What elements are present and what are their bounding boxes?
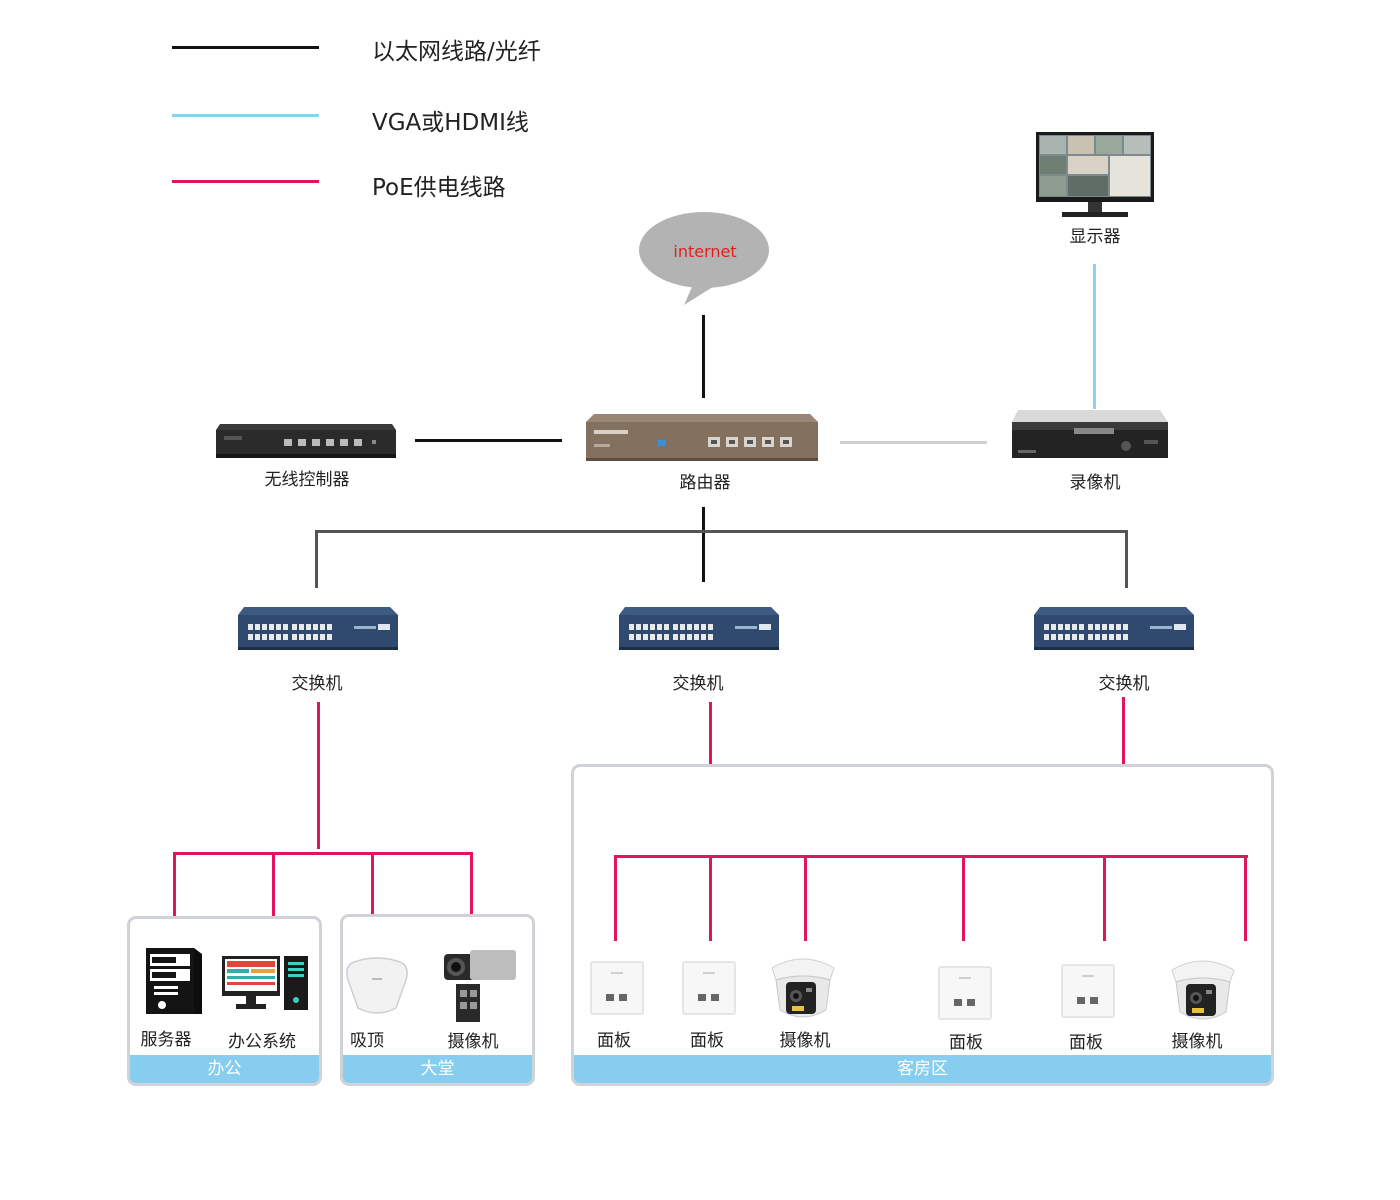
legend-poe-line: [172, 180, 319, 183]
switch-mid-icon: [619, 607, 779, 650]
legend-vga-line: [172, 114, 319, 117]
server-label: 服务器: [140, 1030, 192, 1050]
panel-4-icon: [1061, 964, 1115, 1018]
panel-3-icon: [938, 966, 992, 1020]
poe-drop-panel-3: [962, 855, 965, 941]
poe-drop-camera-2: [1244, 855, 1247, 941]
legend-ethernet-label: 以太网线路/光纤: [372, 39, 541, 65]
monitor-label: 显示器: [1069, 227, 1121, 247]
panel-2-label: 面板: [690, 1031, 724, 1051]
office-system-icon: [222, 956, 308, 1010]
poe-drop-lobby-camera: [470, 852, 473, 917]
ceiling-ap-label: 吸顶: [350, 1031, 384, 1051]
vga-link: [1093, 264, 1096, 409]
server-icon: [146, 948, 202, 1014]
internet-cloud-icon: [639, 212, 769, 305]
camera-2-label: 摄像机: [1171, 1032, 1223, 1052]
poe-drop-panel-4: [1103, 855, 1106, 941]
lobby-camera-label: 摄像机: [447, 1032, 499, 1052]
switch-right-icon: [1034, 607, 1194, 650]
poe-drop-ceiling-ap: [371, 852, 374, 917]
legend-poe-label: PoE供电线路: [372, 175, 506, 201]
router-icon: [586, 414, 818, 461]
group-lobby-title: 大堂: [343, 1055, 532, 1083]
poe-drop-office: [272, 852, 275, 917]
poe-drop-server: [173, 852, 176, 917]
panel-1-icon: [590, 961, 644, 1015]
nvr-label: 录像机: [1069, 473, 1121, 493]
camera-2-icon: [1171, 960, 1235, 1020]
lobby-camera-icon: [444, 950, 516, 1022]
poe-drop-camera-1: [804, 855, 807, 941]
switch-mid-label: 交换机: [672, 674, 724, 694]
switch-right-drop: [1125, 530, 1128, 588]
poe-drop-panel-1: [614, 855, 617, 941]
panel-4-label: 面板: [1069, 1033, 1103, 1053]
legend-ethernet-line: [172, 46, 319, 49]
switch-left-label: 交换机: [291, 674, 343, 694]
panel-2-icon: [682, 961, 736, 1015]
nvr-icon: [1012, 410, 1168, 458]
internet-label: internet: [673, 242, 737, 261]
wireless-controller-icon: [216, 424, 396, 458]
camera-1-icon: [771, 958, 835, 1018]
camera-1-label: 摄像机: [779, 1031, 831, 1051]
internet-link: [702, 315, 705, 398]
controller-link: [415, 439, 562, 442]
poe-left-bus: [173, 852, 473, 855]
monitor-icon: [1036, 132, 1154, 217]
group-office-title: 办公: [130, 1055, 319, 1083]
office-system-label: 办公系统: [228, 1032, 296, 1052]
router-switch-link: [702, 507, 705, 582]
panel-1-label: 面板: [597, 1031, 631, 1051]
poe-rooms-bus: [614, 855, 1248, 858]
switch-left-drop: [315, 530, 318, 588]
switch-bus: [315, 530, 1128, 533]
legend-vga-label: VGA或HDMI线: [372, 110, 529, 136]
router-nvr-link: [840, 441, 987, 444]
poe-drop-panel-2: [709, 855, 712, 941]
poe-left-trunk: [317, 702, 320, 849]
group-rooms: 客房区: [571, 764, 1274, 1086]
ceiling-ap-icon: [346, 957, 408, 1014]
panel-3-label: 面板: [949, 1033, 983, 1053]
switch-right-label: 交换机: [1098, 674, 1150, 694]
router-label: 路由器: [679, 473, 731, 493]
switch-left-icon: [238, 607, 398, 650]
wireless-controller-label: 无线控制器: [264, 470, 350, 490]
group-rooms-title: 客房区: [574, 1055, 1271, 1083]
